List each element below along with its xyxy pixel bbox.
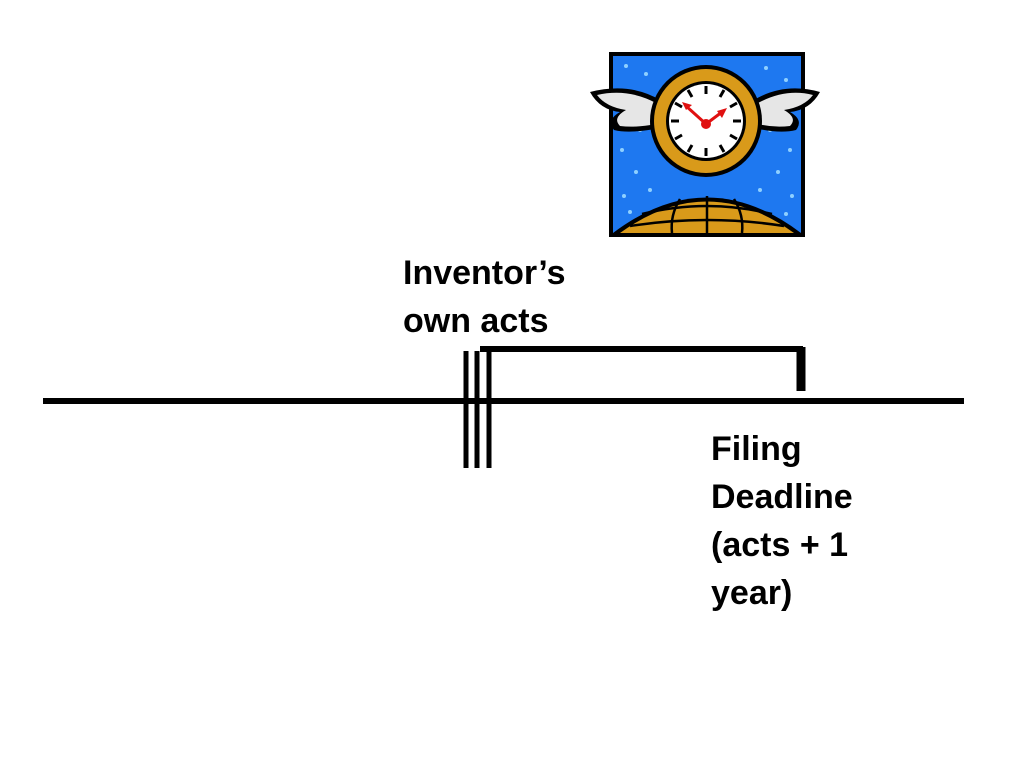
inventor-acts-label-line-1: Inventor’s	[403, 254, 566, 292]
globe-gridlines	[629, 196, 785, 234]
inventor-acts-label-line-2: own acts	[403, 302, 549, 340]
filing-deadline-label-line-2: Deadline	[711, 478, 853, 516]
acts-marker	[463, 351, 492, 468]
filing-deadline-label-line-3: (acts + 1	[711, 526, 849, 564]
clock-hands	[682, 102, 727, 129]
clock-ticks	[671, 86, 741, 156]
left-wing	[590, 88, 660, 132]
inventor-acts-label: Inventor’s own acts	[403, 249, 565, 345]
one-year-bracket	[480, 346, 806, 391]
flying-clock-over-globe-icon	[590, 52, 820, 237]
right-wing	[754, 88, 820, 132]
filing-deadline-label-line-4: year)	[711, 574, 793, 612]
filing-deadline-label-line-1: Filing	[711, 430, 802, 468]
filing-deadline-label: Filing Deadline (acts + 1 year)	[711, 425, 853, 617]
